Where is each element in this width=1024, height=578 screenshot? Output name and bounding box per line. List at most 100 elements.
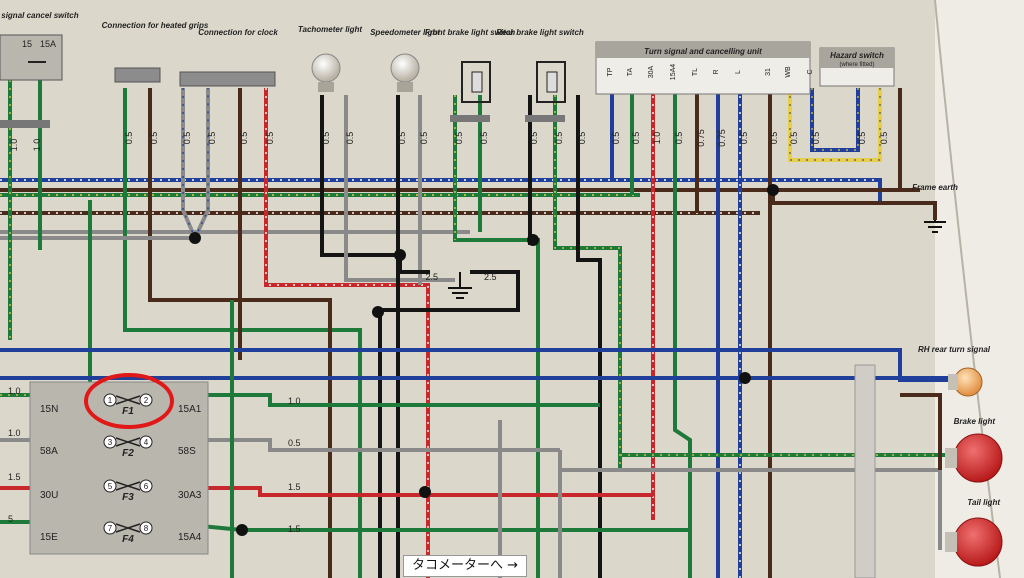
connectors (0, 67, 565, 128)
rh-turn-signal-bulb-icon (953, 367, 983, 397)
wire-harness (0, 80, 950, 578)
fuse-pin-icon (139, 435, 153, 449)
frame-earth-label: Frame earth (912, 183, 958, 192)
clock-connector (179, 71, 276, 87)
wire-gauge-label: 0.5 (321, 132, 331, 145)
fuse-pin-number: 4 (144, 438, 149, 447)
component-headers: Connection for heated grips Connection f… (102, 21, 584, 37)
wire-yellow-hazard (788, 88, 882, 162)
tail-light-bulb-icon (953, 517, 1003, 567)
fuse-pin-icon (139, 393, 153, 407)
fuse-pin-icon (103, 479, 117, 493)
earth-gauge-label: 2.5 (484, 272, 497, 282)
wire-gauge-label: 0.5 (879, 132, 889, 145)
fuse-pin-icon (103, 521, 117, 535)
hazard-switch: Hazard switch (where fitted) (819, 47, 895, 87)
front-brake-switch-icon (461, 61, 491, 103)
turn-unit-pin-label: 30A (648, 65, 655, 78)
rear-brake-header: Rear brake light switch (496, 28, 584, 37)
fuse-gauge-left: 1.0 (8, 428, 21, 438)
highlight-circle-f1 (84, 373, 174, 429)
tachometer-bulb-base (318, 82, 334, 92)
wire-clock-red-tracer (265, 88, 429, 578)
speedometer-bulb-base (397, 82, 413, 92)
turn-signal-unit-title-bar (596, 42, 810, 58)
fuse-terminal-left: 30U (40, 490, 58, 501)
wire-15a4 (673, 88, 692, 578)
wire-gauge-label: 0.5 (554, 132, 564, 145)
fuse-id: F4 (122, 534, 134, 545)
heated-grips-header: Connection for heated grips (102, 21, 209, 30)
wire-rear-brake-tracer (554, 95, 621, 470)
cancel-pin-label: 15A (40, 39, 56, 49)
hazard-header: Hazard switch (830, 51, 884, 60)
wire-fuse1-right (160, 393, 600, 407)
fuse-pin-number: 3 (108, 438, 113, 447)
page-edge (935, 0, 1024, 578)
wire-gauge-label: 0.5 (149, 132, 159, 145)
instrument-bulbs (311, 53, 420, 92)
fuse-pin-icon (103, 393, 117, 407)
fuse-terminal-left: 58A (40, 446, 58, 457)
wire-gauge-label: 0.5 (182, 132, 192, 145)
rh-rear-turn-label: RH rear turn signal (918, 345, 991, 354)
turn-unit-pin-label: TP (607, 67, 614, 76)
rear-brake-switch-icon (536, 61, 566, 103)
turn-unit-pin-label: 31 (765, 68, 772, 76)
wire-gauge-label: 0.5 (397, 132, 407, 145)
fuse-pin-icon (139, 521, 153, 535)
wire-gauge-label: 0.75 (696, 129, 706, 147)
fuse-terminal-left: 15E (40, 532, 58, 543)
lamp-connector-strip (854, 364, 876, 578)
wire-earth-loop (378, 270, 520, 578)
fuse-terminal-right: 15A1 (178, 404, 202, 415)
earth-symbols (448, 220, 946, 299)
turn-unit-header: Turn signal and cancelling unit (644, 47, 762, 56)
page-fold (934, 0, 1001, 578)
wire-gauge-label: 0.5 (577, 132, 587, 145)
speedometer-bulb-icon (390, 53, 420, 83)
fuse-pin-number: 1 (108, 396, 113, 405)
fuse-id: F2 (122, 448, 134, 459)
wire-gauge-label: 0.5 (207, 132, 217, 145)
fuse-gauge-left: 1.0 (8, 386, 21, 396)
hazard-note: (where fitted) (839, 62, 874, 68)
junction-dot (419, 486, 431, 498)
fuse-pin-number: 2 (144, 396, 149, 405)
fuse-terminal-left: 15N (40, 404, 58, 415)
wire-rear-brake-black-2 (576, 95, 602, 578)
rear-brake-connector (525, 115, 565, 122)
earth-gauge-label: 2.5 (425, 272, 438, 282)
wire-fuse2-right (160, 438, 560, 452)
fuse-gauge-right: 0.5 (288, 438, 301, 448)
fuse-gauge-left: 1.5 (8, 472, 21, 482)
wire-gauge-label: 0.5 (265, 132, 275, 145)
cancel-connector (0, 120, 50, 128)
tail-light-base (945, 532, 957, 552)
wire-gauge-label: 0.5 (345, 132, 355, 145)
fuse-gauge-right: 1.5 (288, 524, 301, 534)
speedo-light-header: Speedometer light (370, 28, 440, 37)
fuse-gauge-right: 1.0 (288, 396, 301, 406)
wire-gauge-label: 0.5 (769, 132, 779, 145)
turn-unit-pin-label: TL (692, 68, 699, 76)
junction-dot (236, 524, 248, 536)
wire-blue-hazard (810, 88, 860, 152)
wire-gauge-label: 0.5 (789, 132, 799, 145)
wire-gauge-label: 1.0 (32, 139, 42, 152)
wire-gauge-label: 0.5 (454, 132, 464, 145)
fuse-pin-icon (103, 435, 117, 449)
fuse-pin-icon (139, 479, 153, 493)
turn-unit-pin-label: WB (785, 66, 792, 78)
brake-switches (461, 61, 566, 103)
wire-gauge-label: 0.5 (529, 132, 539, 145)
junction-dot (739, 372, 751, 384)
fuse-pin-number: 6 (144, 482, 149, 491)
fuse-element-icon (115, 481, 141, 491)
heated-grips-connector (114, 67, 161, 83)
